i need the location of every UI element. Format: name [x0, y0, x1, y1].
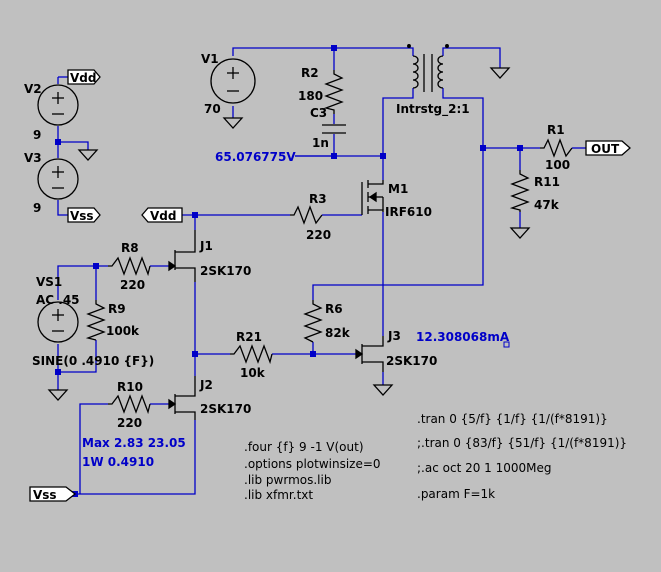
svg-text:R21: R21 [236, 330, 262, 344]
svg-text:R3: R3 [309, 192, 327, 206]
voltage-source-v3[interactable] [37, 158, 79, 200]
spice-directives: .four {f} 9 -1 V(out) .options plotwinsi… [244, 412, 627, 502]
svg-text:R10: R10 [117, 380, 143, 394]
svg-text:R2: R2 [301, 66, 319, 80]
svg-text:Vss: Vss [70, 209, 94, 223]
svg-text:R8: R8 [121, 241, 139, 255]
svg-text:J3: J3 [387, 329, 401, 343]
jfet-j3[interactable] [355, 336, 384, 372]
net-flag-vdd-mid[interactable]: Vdd [141, 207, 183, 223]
svg-text:.lib xfmr.txt: .lib xfmr.txt [244, 488, 313, 502]
svg-text:2SK170: 2SK170 [200, 402, 251, 416]
svg-text:1n: 1n [312, 136, 329, 150]
voltage-source-vs1[interactable] [37, 301, 79, 343]
voltage-source-v2[interactable] [37, 84, 79, 126]
component-labels: V2 9 V3 9 V1 70 R2 180 C3 1n Intrstg_2:1… [24, 52, 570, 430]
svg-text:M1: M1 [388, 182, 408, 196]
svg-text:V2: V2 [24, 82, 42, 96]
resistor-r8[interactable] [108, 256, 151, 277]
svg-text:R9: R9 [108, 302, 126, 316]
svg-text:10k: 10k [240, 366, 266, 380]
svg-text:R11: R11 [534, 175, 560, 189]
svg-text:.param F=1k: .param F=1k [417, 487, 495, 501]
svg-text:9: 9 [33, 201, 41, 215]
svg-text:V1: V1 [201, 52, 219, 66]
resistor-r9[interactable] [85, 300, 106, 341]
svg-text:220: 220 [120, 278, 145, 292]
svg-text:2SK170: 2SK170 [386, 354, 437, 368]
svg-text:100: 100 [545, 158, 570, 172]
svg-text:12.308068mA: 12.308068mA [416, 330, 510, 344]
svg-text:OUT: OUT [591, 142, 620, 156]
resistor-r1[interactable] [540, 138, 573, 158]
wires [57, 47, 586, 495]
svg-text:AC .45: AC .45 [36, 293, 80, 307]
net-flag-vdd-top[interactable]: Vdd [67, 69, 101, 85]
resistor-r2[interactable] [323, 70, 344, 114]
resistor-r6[interactable] [303, 300, 323, 343]
junctions [55, 45, 523, 497]
svg-text:70: 70 [204, 102, 221, 116]
svg-text:65.076775V: 65.076775V [215, 150, 296, 164]
svg-text:Vdd: Vdd [150, 209, 176, 223]
svg-text:J2: J2 [199, 378, 213, 392]
resistor-r10[interactable] [108, 394, 151, 415]
jfet-j2[interactable] [168, 376, 196, 420]
svg-text:.options plotwinsize=0: .options plotwinsize=0 [244, 457, 381, 471]
svg-text:SINE(0 .4910 {F}): SINE(0 .4910 {F}) [32, 354, 154, 368]
svg-text:47k: 47k [534, 198, 560, 212]
transformer-intrstg[interactable] [407, 44, 449, 92]
resistor-r21[interactable] [230, 344, 273, 365]
svg-text:C3: C3 [310, 106, 327, 120]
svg-text:9: 9 [33, 128, 41, 142]
svg-text:V3: V3 [24, 151, 42, 165]
net-flag-out[interactable]: OUT [585, 140, 631, 156]
svg-text:82k: 82k [325, 326, 351, 340]
svg-text:Vdd: Vdd [70, 71, 96, 85]
svg-text:R6: R6 [325, 302, 343, 316]
svg-text:.tran 0 {5/f} {1/f} {1/(f*8191: .tran 0 {5/f} {1/f} {1/(f*8191)} [417, 412, 608, 426]
mosfet-m1[interactable] [361, 180, 384, 215]
svg-text:100k: 100k [106, 324, 140, 338]
resistor-r3[interactable] [290, 205, 323, 225]
voltage-source-v1[interactable] [210, 58, 256, 104]
svg-text:IRF610: IRF610 [385, 205, 432, 219]
svg-text:J1: J1 [199, 239, 213, 253]
net-flag-vss-top[interactable]: Vss [67, 207, 101, 223]
svg-text:.four {f} 9 -1 V(out): .four {f} 9 -1 V(out) [244, 440, 364, 454]
resistor-r11[interactable] [509, 170, 530, 212]
probe-annotations: 65.076775V 12.308068mA Max 2.83 23.05 1W… [82, 150, 510, 469]
ground-symbols [47, 67, 531, 401]
svg-text:;.ac oct 20 1 1000Meg: ;.ac oct 20 1 1000Meg [417, 461, 552, 475]
svg-text:180: 180 [298, 89, 323, 103]
svg-text:220: 220 [306, 228, 331, 242]
svg-text:1W 0.4910: 1W 0.4910 [82, 455, 154, 469]
svg-text:R1: R1 [547, 123, 565, 137]
svg-text:Intrstg_2:1: Intrstg_2:1 [396, 102, 470, 117]
svg-text:VS1: VS1 [36, 275, 62, 289]
svg-text:220: 220 [117, 416, 142, 430]
svg-text:.lib pwrmos.lib: .lib pwrmos.lib [244, 473, 331, 487]
svg-text:Max 2.83 23.05: Max 2.83 23.05 [82, 436, 186, 450]
svg-text:Vss: Vss [33, 488, 57, 502]
svg-text:;.tran 0 {83/f} {51/f} {1/(f*8: ;.tran 0 {83/f} {51/f} {1/(f*8191)} [417, 436, 627, 450]
net-flag-vss-bottom[interactable]: Vss [29, 486, 77, 502]
svg-text:2SK170: 2SK170 [200, 264, 251, 278]
capacitor-c3[interactable] [322, 124, 346, 134]
jfet-j1[interactable] [168, 230, 196, 282]
